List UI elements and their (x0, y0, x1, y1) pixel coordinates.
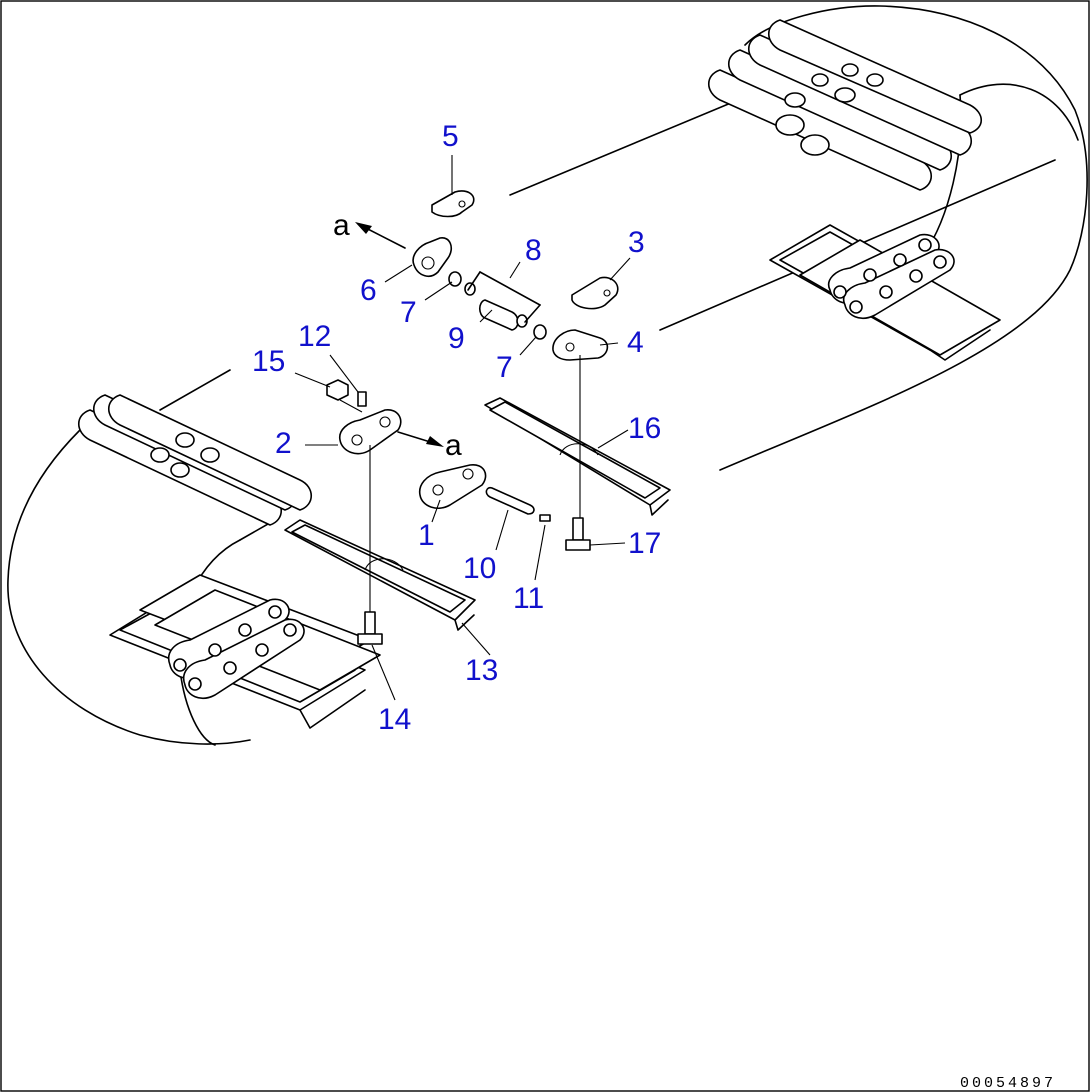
view-marker-a-lower: a (445, 429, 462, 462)
callout-1: 1 (418, 519, 435, 552)
part-7-seal (448, 271, 476, 296)
callout-7-lower: 7 (496, 351, 513, 384)
upper-link-chain (775, 63, 884, 156)
lower-track-assembly (7, 369, 381, 746)
part-10-pin (485, 486, 535, 515)
part-9-bushing (478, 299, 528, 331)
callout-10: 10 (463, 552, 496, 585)
callout-5: 5 (442, 120, 459, 153)
part-12-bolt (357, 391, 367, 407)
part-3-master-link (571, 276, 619, 310)
callout-6: 6 (360, 274, 377, 307)
callout-3: 3 (628, 226, 645, 259)
callout-labels: 1 2 3 4 5 6 7 7 8 9 10 11 12 15 16 17 13… (252, 120, 661, 736)
part-5-master-link-upper (431, 190, 475, 218)
callout-7-upper: 7 (400, 296, 417, 329)
view-marker-a-upper: a (333, 209, 350, 242)
part-7-seal-right (533, 324, 547, 340)
callout-4: 4 (627, 326, 644, 359)
callout-17: 17 (628, 527, 661, 560)
part-2-link (338, 409, 402, 455)
callout-11: 11 (513, 582, 544, 615)
callout-16: 16 (628, 412, 661, 445)
part-14-shoe-bolt (357, 611, 383, 645)
part-6-bushing-link (412, 237, 452, 277)
part-17-shoe-bolt (565, 517, 591, 551)
nut-axis (339, 399, 363, 413)
callout-14: 14 (378, 703, 411, 736)
leader-lines (294, 155, 631, 701)
view-arrow-a-lower (397, 431, 444, 447)
callout-15: 15 (252, 345, 285, 378)
part-13-shoe-left (284, 519, 476, 631)
part-16-shoe-right (484, 397, 671, 516)
callout-8: 8 (525, 234, 542, 267)
callout-13: 13 (465, 654, 498, 687)
part-11-pin-keeper (539, 514, 551, 522)
item-8-bracket (479, 271, 541, 306)
callout-2: 2 (275, 427, 292, 460)
upper-right-links (828, 233, 955, 320)
part-4-master-link (552, 329, 609, 361)
part-15-nut (326, 379, 349, 401)
drawing-number: 00054897 (960, 1075, 1056, 1092)
upper-track-assembly (509, 5, 1088, 471)
lower-left-links (168, 598, 305, 700)
callout-9: 9 (448, 322, 465, 355)
lower-link-chain (150, 432, 220, 478)
callout-12: 12 (298, 320, 331, 353)
view-arrow-a-upper (355, 222, 406, 249)
part-1-link (418, 464, 487, 509)
